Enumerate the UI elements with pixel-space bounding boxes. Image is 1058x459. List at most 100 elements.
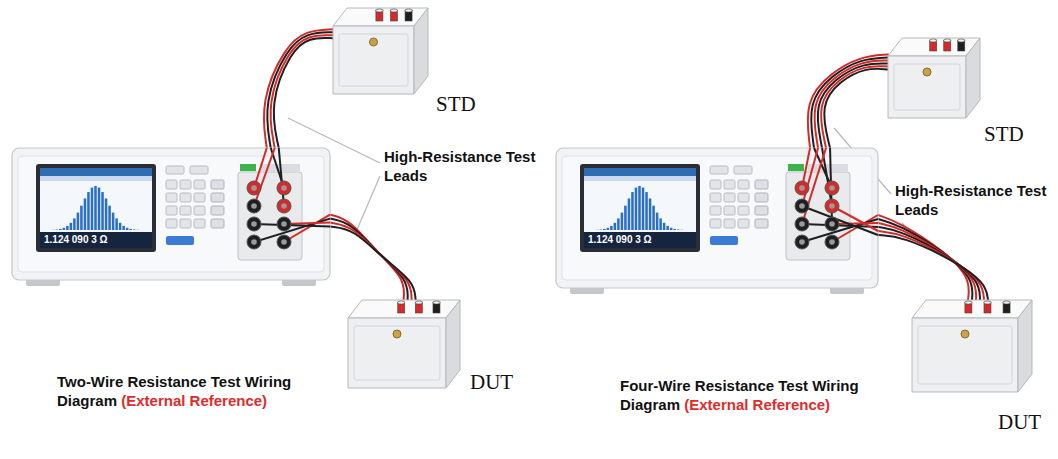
terminal-panel bbox=[786, 172, 850, 260]
terminals bbox=[965, 301, 1010, 313]
lead-stub bbox=[284, 215, 330, 242]
binding-posts bbox=[795, 181, 839, 249]
screen bbox=[40, 168, 152, 248]
test-lead bbox=[878, 235, 988, 300]
diagram-caption: Four-Wire Resistance Test Wiring Diagram… bbox=[620, 376, 922, 414]
histogram-bar bbox=[136, 229, 139, 230]
histogram-bar bbox=[87, 192, 90, 230]
terminal-cap bbox=[930, 39, 937, 42]
key bbox=[194, 206, 205, 215]
enter-button bbox=[166, 236, 194, 245]
key bbox=[710, 180, 721, 189]
function-keys bbox=[211, 180, 224, 228]
histogram-bar bbox=[59, 229, 62, 230]
terminal-cap bbox=[398, 301, 405, 304]
terminal-cap bbox=[958, 39, 965, 42]
test-lead bbox=[878, 231, 984, 300]
binding-post bbox=[825, 181, 839, 195]
box-panel bbox=[918, 326, 1012, 384]
key bbox=[710, 193, 721, 202]
box-side bbox=[414, 8, 428, 94]
histogram-bar bbox=[614, 223, 617, 230]
lead-stubs bbox=[254, 148, 330, 242]
resistance-bridge-instrument: 1.124 090 3 Ω bbox=[556, 148, 878, 288]
histogram-bar bbox=[628, 198, 631, 230]
histogram-bar bbox=[635, 188, 638, 230]
histogram-bar bbox=[112, 213, 115, 230]
post-hole bbox=[799, 239, 805, 245]
histogram-bar bbox=[66, 226, 69, 230]
brass-knob bbox=[961, 330, 969, 338]
key bbox=[194, 180, 205, 189]
histogram-bar bbox=[115, 218, 118, 230]
test-lead bbox=[878, 219, 972, 300]
box-top bbox=[912, 300, 1032, 318]
screen-bezel bbox=[580, 164, 700, 252]
test-lead bbox=[821, 66, 888, 148]
box-panel bbox=[894, 64, 960, 110]
histogram bbox=[596, 186, 683, 230]
box-panel bbox=[354, 326, 440, 380]
lead-stub bbox=[254, 148, 275, 206]
terminal-cap bbox=[433, 301, 440, 304]
keypad bbox=[710, 180, 749, 228]
resistance-bridge-instrument: 1.124 090 3 Ω bbox=[12, 148, 330, 280]
key bbox=[180, 219, 191, 228]
histogram-bar bbox=[642, 188, 645, 230]
box-panel bbox=[339, 34, 408, 86]
post-hole bbox=[251, 203, 257, 209]
test-lead bbox=[274, 38, 333, 148]
resistor-box-illustration bbox=[888, 38, 980, 118]
keypad bbox=[166, 180, 205, 228]
test-lead bbox=[818, 63, 888, 148]
binding-post bbox=[795, 235, 809, 249]
device-label: STD bbox=[436, 92, 476, 116]
screen-tabs bbox=[584, 176, 696, 181]
key bbox=[755, 219, 768, 228]
histogram-bar bbox=[649, 198, 652, 230]
terminal-cap bbox=[405, 9, 412, 12]
terminals bbox=[930, 39, 965, 51]
instrument-illustration bbox=[556, 148, 878, 288]
device-label: DUT bbox=[470, 370, 513, 394]
histogram-bar bbox=[122, 226, 125, 230]
key bbox=[724, 206, 735, 215]
histogram-bar bbox=[126, 228, 129, 230]
brass-knob bbox=[370, 38, 378, 46]
instrument-body bbox=[12, 148, 330, 280]
test-lead bbox=[878, 215, 969, 300]
key bbox=[710, 166, 728, 174]
histogram-bar bbox=[98, 188, 101, 230]
box-side bbox=[446, 300, 460, 388]
test-lead bbox=[878, 223, 976, 300]
test-lead bbox=[330, 223, 412, 300]
key bbox=[194, 193, 205, 202]
histogram-bar bbox=[607, 228, 610, 230]
function-keys bbox=[755, 180, 768, 228]
histogram-bar bbox=[652, 206, 655, 230]
test-lead bbox=[808, 55, 888, 149]
binding-post bbox=[795, 199, 809, 213]
lead-stubs bbox=[802, 148, 878, 242]
post-hole bbox=[251, 239, 257, 245]
post-hole bbox=[829, 221, 835, 227]
box-top bbox=[888, 38, 980, 56]
binding-post bbox=[277, 235, 291, 249]
readout-bar bbox=[40, 232, 152, 248]
histogram-bar bbox=[600, 229, 603, 231]
histogram-bar bbox=[56, 229, 59, 231]
key bbox=[738, 219, 749, 228]
test-lead bbox=[824, 69, 888, 148]
binding-posts bbox=[247, 181, 291, 249]
test-lead-bundle bbox=[264, 29, 333, 148]
histogram bbox=[52, 186, 139, 230]
key bbox=[166, 166, 184, 174]
terminal-cap bbox=[415, 301, 422, 304]
histogram-bar bbox=[645, 192, 648, 230]
binding-post bbox=[247, 235, 261, 249]
key bbox=[738, 206, 749, 215]
resistor-box-illustration bbox=[348, 300, 460, 388]
enter-button bbox=[710, 236, 738, 245]
key bbox=[211, 219, 224, 228]
post-hole bbox=[251, 221, 257, 227]
